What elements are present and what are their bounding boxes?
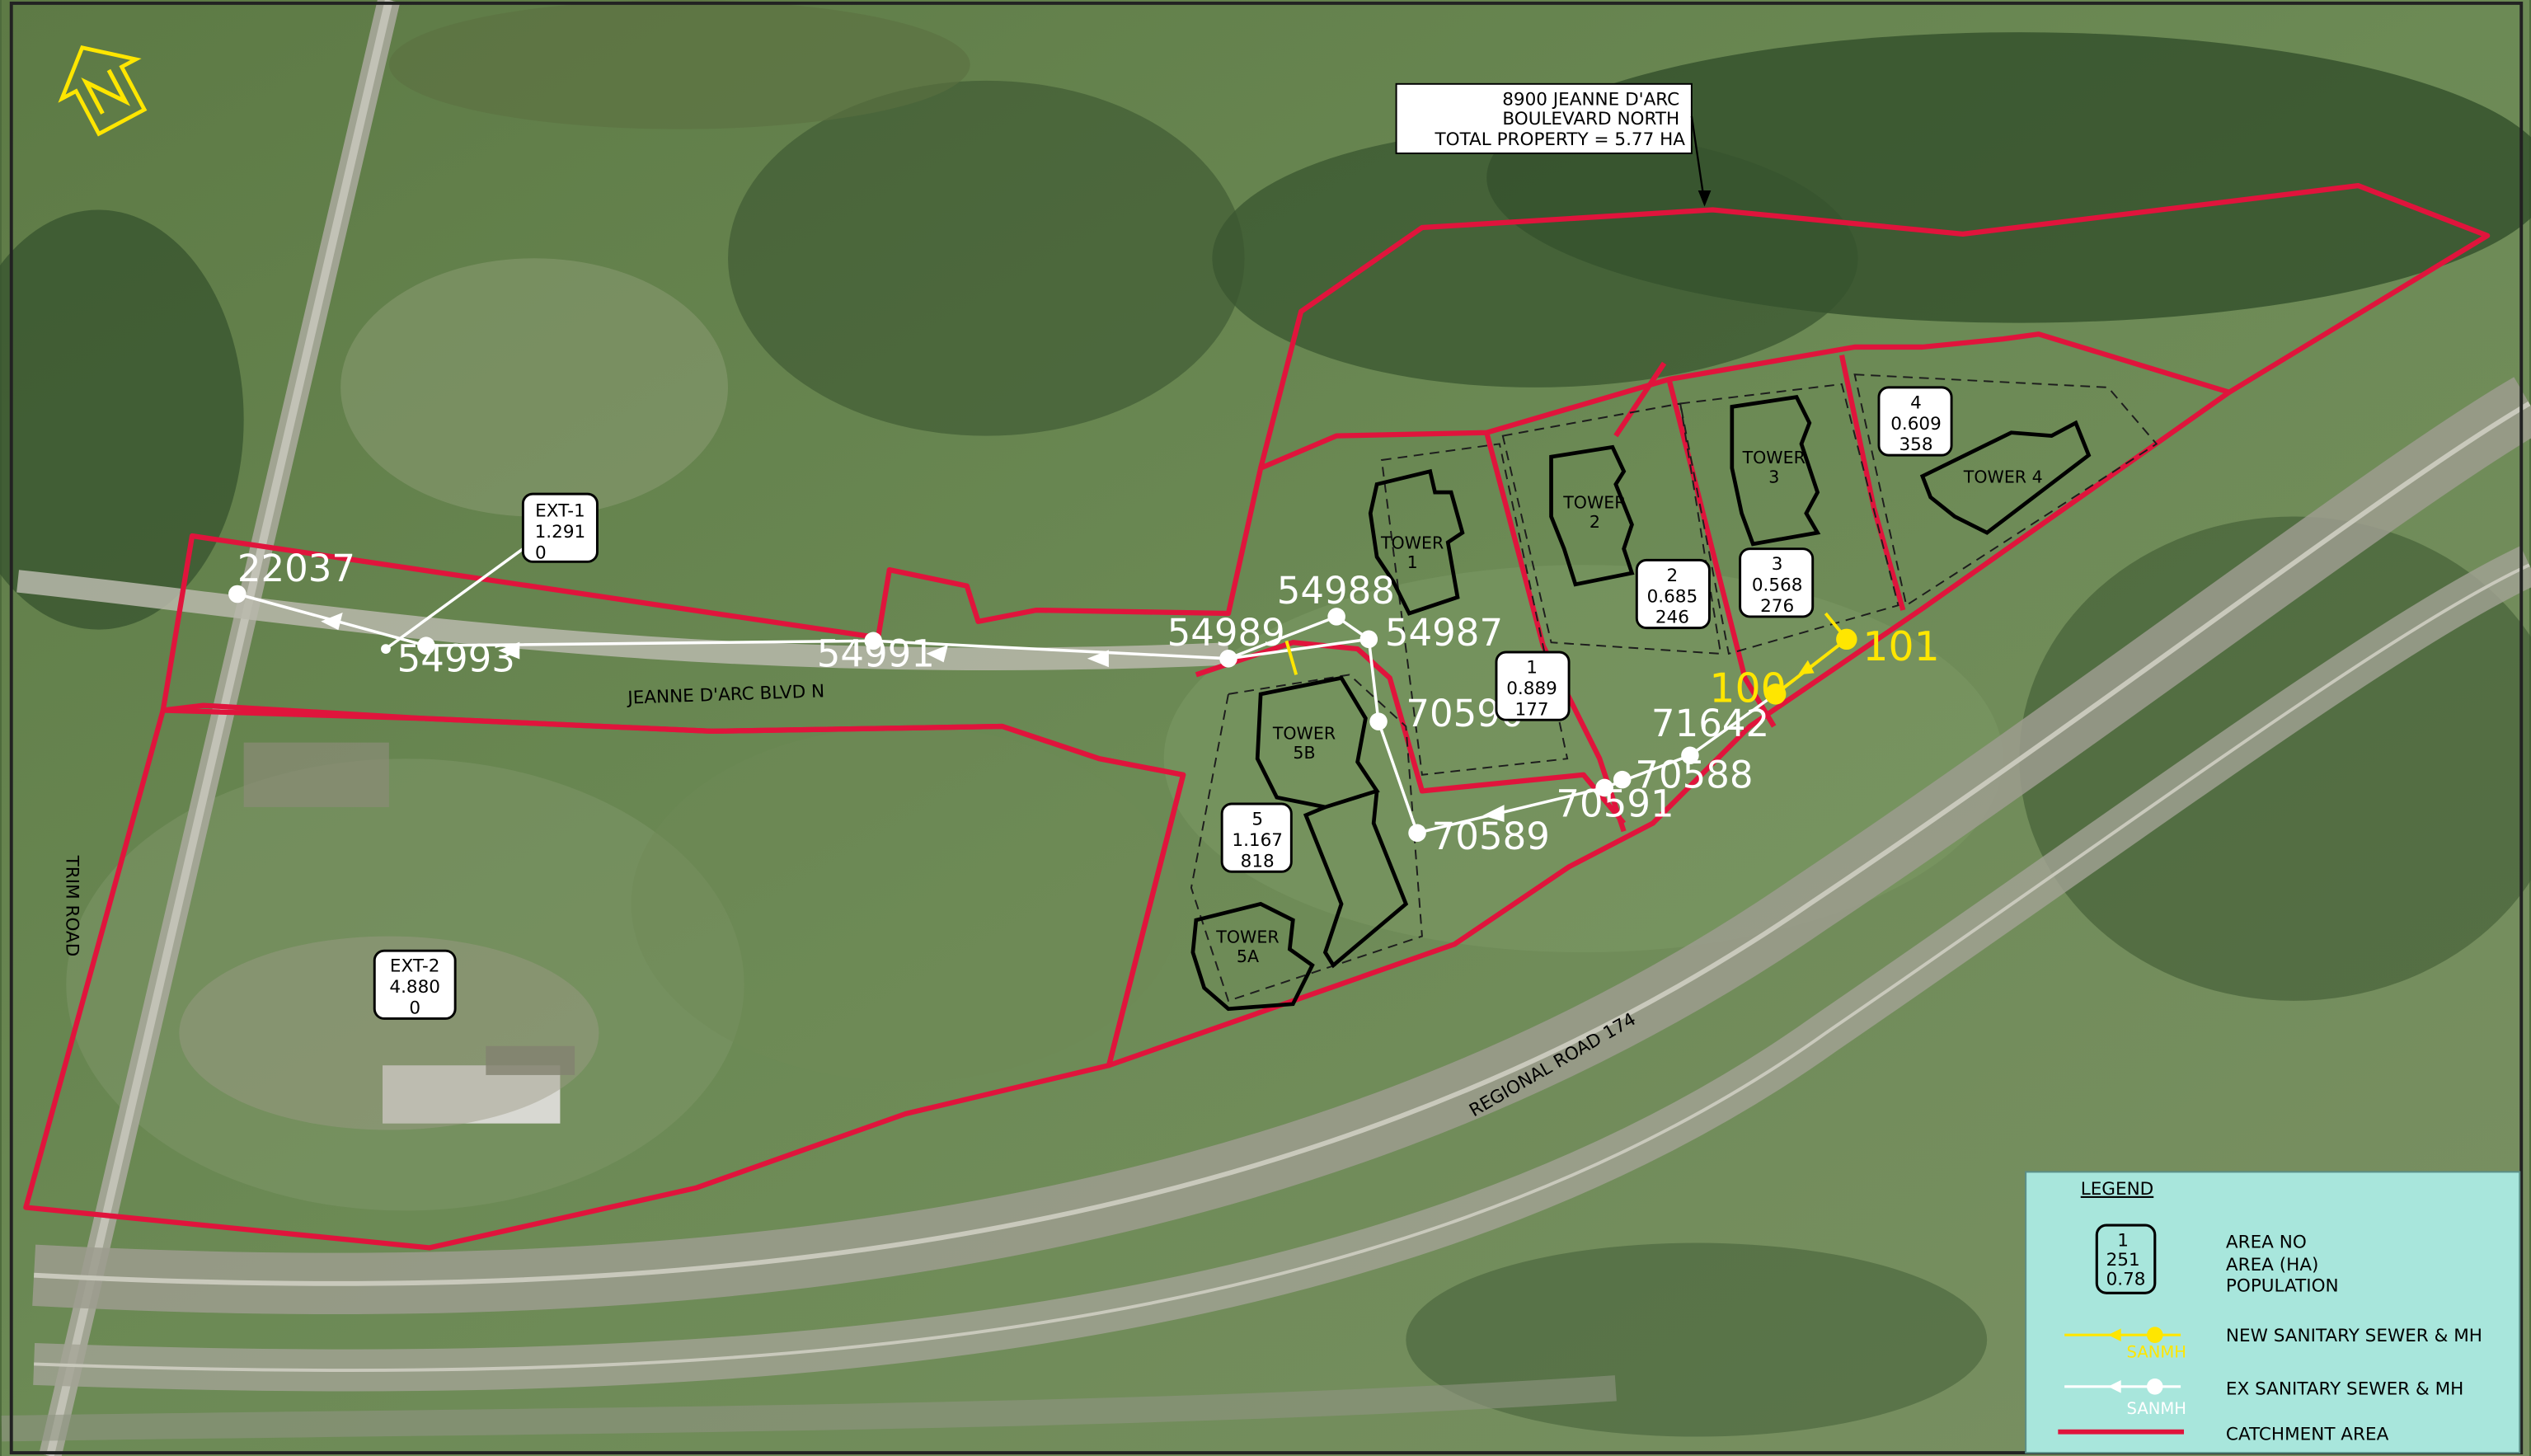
manhole-54987: [1359, 630, 1378, 649]
svg-text:SANMH: SANMH: [2127, 1343, 2186, 1362]
manhole-54989: [1219, 650, 1237, 668]
legend-sample-area-box: 1 251 0.78: [2095, 1224, 2157, 1294]
manhole-54993: [417, 636, 435, 655]
svg-text:1 251 0.78: 1 251 0.78: [2106, 1230, 2146, 1289]
legend: LEGEND 1 251 0.78 AREA NO AREA (HA) POPU…: [2025, 1171, 2521, 1454]
svg-text:SANMH: SANMH: [2127, 1399, 2186, 1418]
manhole-70589: [1408, 824, 1426, 843]
tower-footprints: [1190, 395, 2092, 1012]
manhole-100: [1764, 683, 1787, 705]
tower-5a-footprint: [1190, 901, 1315, 1012]
manhole-label-101: 101: [1862, 623, 1939, 670]
tower-5-connector: [1303, 791, 1409, 969]
property-note: 8900 JEANNE D'ARC BOULEVARD NORTH TOTAL …: [1395, 82, 1712, 207]
manhole-labels: 22037 54993 54991 54989 54988 54987 7059…: [237, 547, 1940, 858]
road-label-trim: TRIM ROAD: [61, 855, 82, 957]
legend-title: LEGEND: [2081, 1179, 2154, 1200]
manhole-label-22037: 22037: [237, 547, 355, 590]
catchment-5-boundary: [1613, 361, 1667, 438]
manhole-22037: [228, 585, 247, 604]
manhole-54988: [1327, 608, 1345, 626]
catchment-1-boundary: [1195, 640, 1627, 825]
svg-text:8900 JEANNE D'ARC BOULEV: 8900 JEANNE D'ARC BOULEVARD NORTH TOTAL …: [1434, 89, 1685, 150]
manhole-71642: [1681, 746, 1699, 765]
catchment-ext-2: [23, 702, 1186, 1251]
legend-area-no: AREA NO: [2226, 1232, 2307, 1252]
manhole-label-70589: 70589: [1432, 815, 1550, 858]
subarea-dashed-outlines: [1190, 373, 2158, 1003]
legend-ex-sewer-label: EX SANITARY SEWER & MH: [2226, 1379, 2463, 1400]
catchment-2-boundary: [1484, 431, 1627, 833]
manhole-label-54991: 54991: [817, 632, 935, 676]
manhole-label-54988: 54988: [1277, 569, 1395, 613]
legend-population: POPULATION: [2226, 1275, 2339, 1296]
manhole-101: [1836, 628, 1857, 651]
catchment-areas: [23, 183, 2491, 1251]
legend-ex-sewer-symbol: SANMH: [2064, 1379, 2186, 1418]
manhole-label-100: 100: [1709, 665, 1786, 712]
legend-new-sewer-label: NEW SANITARY SEWER & MH: [2226, 1326, 2482, 1346]
manhole-label-70588: 70588: [1635, 753, 1753, 796]
manhole-70588: [1613, 770, 1632, 789]
manhole-70590: [1369, 712, 1388, 730]
legend-area-ha: AREA (HA): [2226, 1255, 2319, 1275]
tower-4-label: TOWER 4: [1963, 467, 2043, 486]
manhole-label-71642: 71642: [1651, 702, 1769, 745]
manholes: [228, 585, 1857, 843]
svg-text:AREA NO AREA (HA): AREA NO AREA (HA) POPULATION: [2226, 1232, 2339, 1296]
tower-4-footprint: [1919, 420, 2092, 535]
tower-2-footprint: [1549, 444, 1635, 587]
manhole-54991: [864, 632, 883, 651]
legend-catchment-label: CATCHMENT AREA: [2226, 1424, 2389, 1444]
legend-new-sewer-symbol: SANMH: [2064, 1327, 2186, 1362]
manhole-label-54993: 54993: [397, 636, 515, 680]
north-arrow-icon: [58, 45, 148, 137]
tower-3-footprint: [1730, 395, 1821, 547]
manhole-label-54987: 54987: [1385, 611, 1503, 655]
manhole-70591: [1595, 778, 1613, 797]
property-boundary: [1258, 183, 2491, 469]
manhole-label-54989: 54989: [1167, 611, 1285, 655]
manhole-label-70591: 70591: [1556, 782, 1674, 826]
tower-1-footprint: [1368, 468, 1465, 616]
